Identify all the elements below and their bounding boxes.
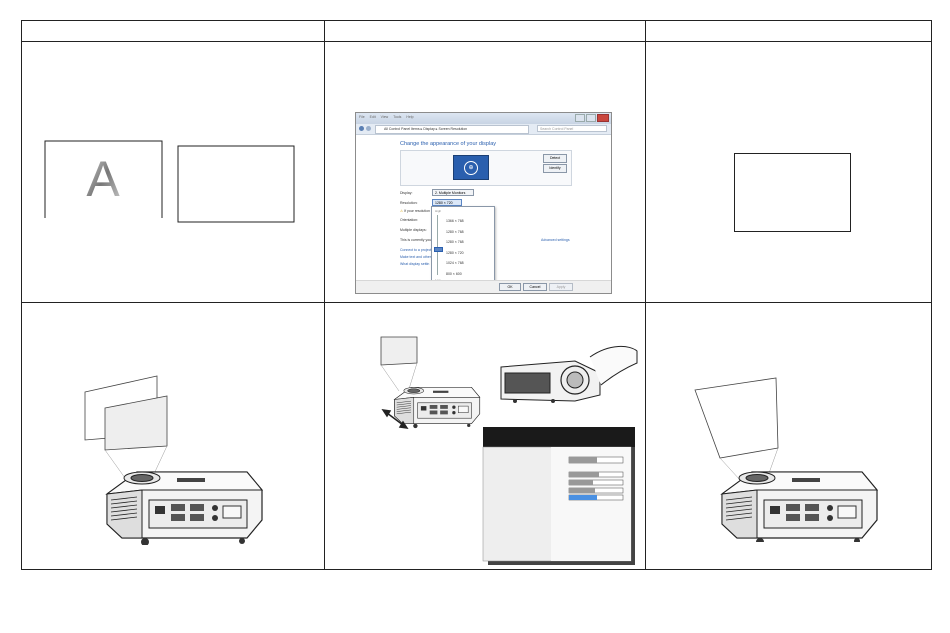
- header-cell-2: [324, 21, 645, 41]
- maximize-icon[interactable]: [586, 114, 596, 122]
- forward-icon[interactable]: [366, 126, 371, 131]
- warning-icon: ⚠: [400, 209, 404, 213]
- dialog-content: Change the appearance of your display ⊕ …: [356, 135, 611, 293]
- resolution-option[interactable]: 1280 × 720: [446, 250, 464, 255]
- resolution-label: Resolution:: [400, 201, 418, 205]
- menu-item[interactable]: View: [380, 115, 389, 119]
- blank-frame: [177, 145, 295, 223]
- menu-item[interactable]: Help: [406, 115, 414, 119]
- breadcrumb-item[interactable]: All Control Panel Items: [384, 127, 420, 131]
- menu-bar-fill: [569, 480, 593, 485]
- column-divider: [324, 21, 325, 569]
- projector-keystone-illustration: [84, 375, 263, 545]
- title-bar: File Edit View Tools Help: [356, 113, 611, 124]
- row-divider: [22, 302, 931, 303]
- link-item[interactable]: What display settin: [400, 262, 430, 266]
- menu-bar: File Edit View Tools Help: [359, 115, 414, 119]
- small-projector-icon: [394, 387, 481, 429]
- menu-item[interactable]: File: [359, 115, 365, 119]
- header-row-divider: [22, 41, 931, 42]
- breadcrumb-item[interactable]: Screen Resolution: [438, 127, 468, 131]
- monitor-number-icon: ⊕: [464, 160, 478, 175]
- cancel-button[interactable]: Cancel: [523, 283, 547, 291]
- resolution-slider-track[interactable]: [437, 215, 438, 275]
- detect-button[interactable]: Detect: [543, 154, 567, 163]
- slider-high-label: High: [435, 209, 442, 213]
- resolution-select[interactable]: 1280 × 720: [432, 199, 462, 206]
- letter-a-glyph: A: [86, 151, 120, 207]
- advanced-settings-link[interactable]: Advanced settings: [541, 238, 570, 242]
- orientation-label: Orientation:: [400, 218, 419, 222]
- menu-bar-fill: [569, 457, 597, 463]
- blank-frame: [734, 153, 851, 232]
- breadcrumb[interactable]: All Control Panel Items ▸ Display ▸ Scre…: [375, 125, 529, 134]
- multiple-displays-label: Multiple displays:: [400, 228, 427, 232]
- page-title: Change the appearance of your display: [400, 141, 497, 147]
- header-cell-1: [22, 21, 324, 41]
- projector-front-view: [500, 346, 638, 403]
- display-label: Display:: [400, 191, 413, 195]
- light-beam: [380, 362, 418, 392]
- display-select[interactable]: 2. Multiple Monitors: [432, 189, 474, 196]
- menu-bar-fill: [569, 472, 599, 477]
- links-list: Connect to a project Make text and other…: [400, 247, 431, 268]
- close-icon[interactable]: [597, 114, 609, 122]
- projector-icon: [721, 471, 878, 542]
- search-input[interactable]: Search Control Panel: [537, 125, 607, 132]
- move-arrow-icon: [381, 409, 409, 429]
- resolution-options: 1366 × 768 1280 × 768 1280 × 768 1280 × …: [446, 216, 464, 279]
- projected-image: [694, 377, 779, 459]
- monitor-icon[interactable]: ⊕: [453, 155, 489, 180]
- menu-bar-fill: [569, 495, 597, 500]
- identify-button[interactable]: Identify: [543, 164, 567, 173]
- resolution-option[interactable]: 1280 × 768: [446, 229, 464, 234]
- resolution-option[interactable]: 1280 × 768: [446, 240, 464, 244]
- ok-button[interactable]: OK: [499, 283, 521, 291]
- address-bar-row: All Control Panel Items ▸ Display ▸ Scre…: [356, 124, 611, 135]
- projector-menu-screen: [482, 427, 635, 565]
- light-beam: [104, 445, 168, 479]
- resolution-option[interactable]: 1024 × 768: [446, 261, 464, 265]
- resolution-slider-thumb[interactable]: [434, 247, 443, 252]
- projector-tilted-image-illustration: [694, 377, 878, 542]
- resolution-dropdown: High Low 1366 × 768 1280 × 768 1280 × 76…: [431, 206, 495, 285]
- menu-item[interactable]: Tools: [393, 115, 402, 119]
- menu-item[interactable]: Edit: [369, 115, 376, 119]
- cropped-frame: [44, 140, 163, 218]
- menu-values-panel: [551, 447, 631, 561]
- link-item[interactable]: Make text and other: [400, 255, 431, 259]
- monitor-preview-box: ⊕ Detect Identify: [400, 150, 572, 186]
- projector-icon: [106, 471, 263, 545]
- minimize-icon[interactable]: [575, 114, 585, 122]
- link-item[interactable]: Connect to a project: [400, 248, 432, 252]
- header-cell-3: [645, 21, 933, 41]
- apply-button[interactable]: Apply: [549, 283, 573, 291]
- breadcrumb-item[interactable]: Display: [423, 127, 435, 131]
- hand-icon: [589, 346, 638, 386]
- keystone-frame-illustration: [734, 153, 851, 232]
- light-beam: [719, 447, 779, 481]
- projector-adjustment-illustration: [380, 336, 638, 565]
- menu-header: [483, 427, 635, 447]
- figure-grid: [21, 20, 932, 570]
- window-controls: [575, 114, 609, 122]
- aspect-ratio-illustration: A: [44, 140, 295, 223]
- back-icon[interactable]: [359, 126, 364, 131]
- menu-bar-fill: [569, 488, 595, 493]
- resolution-option[interactable]: 800 × 600: [446, 271, 462, 276]
- column-divider: [645, 21, 646, 569]
- small-projected-image: [380, 336, 418, 366]
- main-display-text: This is currently you: [400, 238, 432, 242]
- screen-resolution-window: File Edit View Tools Help All Control Pa…: [355, 112, 612, 294]
- resolution-option[interactable]: 1366 × 768: [446, 219, 464, 223]
- dialog-footer: OK Cancel Apply: [356, 280, 611, 293]
